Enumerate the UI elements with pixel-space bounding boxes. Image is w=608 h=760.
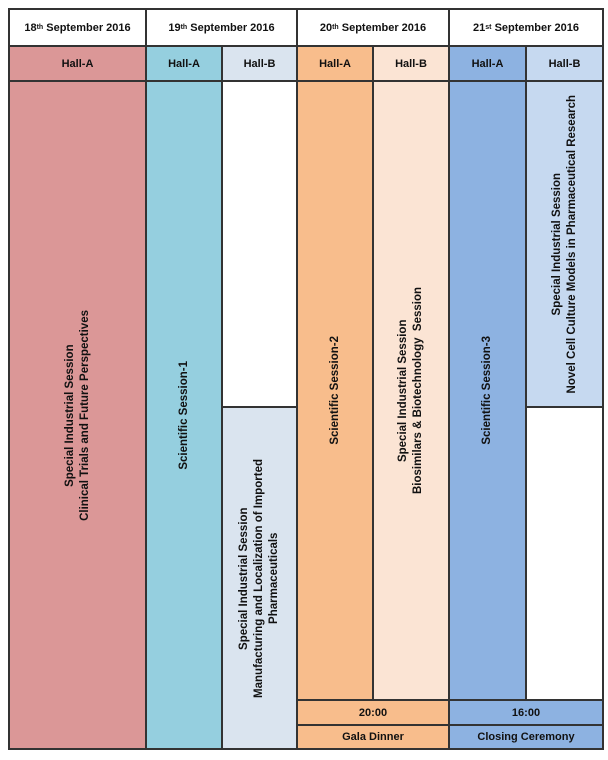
hall-19-b: Hall-B: [221, 45, 298, 82]
session-line: Special Industrial Session: [238, 506, 250, 650]
session-text: Special Industrial Session Clinical Tria…: [63, 310, 93, 521]
session-line: Pharmaceuticals: [268, 532, 280, 624]
hall-21-b: Hall-B: [525, 45, 604, 82]
empty-slot-19-hall-b: [221, 80, 298, 408]
date-suffix: th: [36, 24, 44, 31]
session-line: Special Industrial Session: [397, 319, 409, 462]
session-20-hall-b: Special Industrial Session Biosimilars &…: [372, 80, 450, 701]
session-19-hall-b: Special Industrial Session Manufacturing…: [221, 406, 298, 750]
session-text: Scientific Session-2: [328, 336, 343, 445]
date-day: 19: [168, 21, 181, 34]
event-closing-ceremony: Closing Ceremony: [448, 724, 604, 750]
hall-20-a: Hall-A: [296, 45, 374, 82]
date-rest: September 2016: [491, 21, 579, 34]
session-line: Biosimilars & Biotechnology Session: [412, 286, 424, 495]
session-text: Scientific Session-3: [480, 336, 495, 445]
session-text: Special Industrial Session Biosimilars &…: [396, 287, 426, 494]
hall-18-a: Hall-A: [8, 45, 147, 82]
hall-21-a: Hall-A: [448, 45, 527, 82]
session-text: Special Industrial Session Manufacturing…: [237, 459, 282, 698]
session-line: Scientific Session-2: [328, 336, 341, 445]
date-rest: September 2016: [43, 21, 131, 34]
empty-slot-21-hall-b: [525, 406, 604, 701]
event-time-21: 16:00: [448, 699, 604, 726]
session-line: Special Industrial Session: [550, 172, 563, 316]
session-19-hall-a: Scientific Session-1: [145, 80, 223, 750]
date-suffix: st: [485, 24, 492, 31]
date-suffix: th: [332, 24, 339, 31]
date-suffix: th: [180, 24, 188, 31]
date-day: 20: [319, 21, 333, 34]
session-20-hall-a: Scientific Session-2: [296, 80, 374, 701]
session-line: Scientific Session-1: [177, 360, 190, 470]
session-line: Manufacturing and Localization of Import…: [253, 458, 265, 698]
session-line: Scientific Session-3: [481, 336, 493, 445]
session-line: Clinical Trials and Future Perspectives: [78, 309, 91, 521]
session-text: Special Industrial Session Novel Cell Cu…: [550, 95, 580, 393]
session-21-hall-b: Special Industrial Session Novel Cell Cu…: [525, 80, 604, 408]
date-day: 21: [473, 21, 486, 34]
session-line: Novel Cell Culture Models in Pharmaceuti…: [565, 94, 578, 394]
date-day: 18: [24, 21, 37, 34]
date-rest: September 2016: [338, 21, 427, 34]
event-time-20: 20:00: [296, 699, 450, 726]
hall-19-a: Hall-A: [145, 45, 223, 82]
session-21-hall-a: Scientific Session-3: [448, 80, 527, 701]
session-text: Scientific Session-1: [177, 361, 192, 470]
session-18-hall-a: Special Industrial Session Clinical Tria…: [8, 80, 147, 750]
session-line: Special Industrial Session: [63, 343, 76, 487]
event-gala-dinner: Gala Dinner: [296, 724, 450, 750]
hall-20-b: Hall-B: [372, 45, 450, 82]
date-rest: September 2016: [187, 21, 275, 34]
